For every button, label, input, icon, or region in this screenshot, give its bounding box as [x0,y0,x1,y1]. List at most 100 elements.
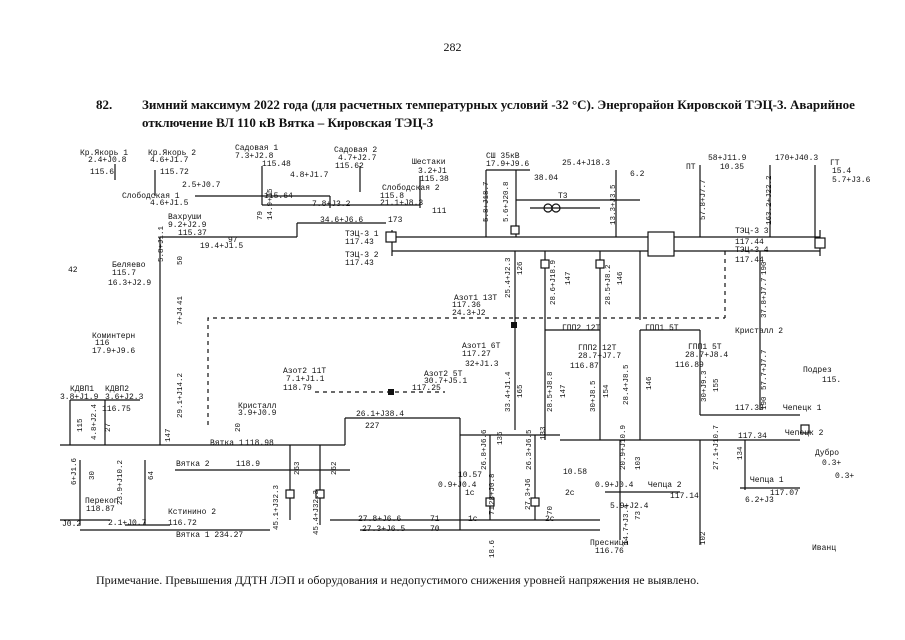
label-v-57: 57.8+J7.7 [700,179,708,220]
label-kominterny: Коминтерн [92,332,135,341]
label-slobodskaya1-load: 4.6+J1.5 [150,199,189,208]
label-chepets2-u: 117.14 [670,492,699,501]
label-dubrovo: Дубро [815,449,839,458]
label-val-111: 111 [432,207,447,216]
label-shestaki-u: 115.38 [420,175,449,184]
label-azot2-11t-load: 7.1+J1.1 [286,375,325,384]
label-v-102: 102 [700,531,708,545]
label-kr-yakor2-u: 115.72 [160,168,189,177]
label-gpp1-5t-b-load: 28.7+J8.4 [685,351,728,360]
label-dubrovo-load: 0.3+ [822,459,841,468]
label-v-190: 190 [761,261,769,275]
label-presnitsa: Пресница [590,539,629,548]
heading-number: 82. [96,97,113,112]
label-gpp1-5t-b: ГПП1 5Т [688,343,722,352]
label-v-149: 14.9+J5 [267,188,275,220]
label-v-301: 30+J8.5 [590,380,598,412]
label-v-254: 25.4+J2.3 [505,257,513,298]
label-val-2c: 2с [565,489,575,498]
label-vakhrushi-load: 9.2+J2.9 [168,221,207,230]
label-vakhrushi: Вахруши [168,213,202,222]
label-shch-38: 38.04 [534,174,558,183]
label-pt-u: 10.35 [720,163,744,172]
label-v-271: 27.1+J10.7 [713,425,721,470]
label-v-27: 27 [105,423,113,432]
label-pt: ПТ [686,163,696,172]
label-slobodskaya2-u: 115.8 [380,192,404,201]
label-v-73: 73 [635,510,643,520]
label-v-286: 28.6+J18.9 [550,260,558,305]
label-tec3-2-u: 117.43 [345,259,374,268]
label-v-155: 155 [713,378,721,392]
label-v-103: 103 [635,456,643,470]
label-gpp2-12t-b-u: 116.87 [570,362,599,371]
label-v-133b: 133 [540,426,548,440]
label-azot2-5t: Азот2 5Т [424,370,463,379]
diagram-note: Примечание. Превышения ДДТН ЛЭП и оборуд… [96,573,700,587]
label-sadovaya2-u: 115.62 [335,162,364,171]
label-tec3-3-u: 117.44 [735,238,764,247]
label-presnitsa-u: 116.76 [595,547,624,556]
label-v-309: 30+J9.3 [701,370,709,402]
label-kstinino2: Кстинино 2 [168,508,216,517]
label-vyatka2: Вятка 2 [176,460,210,469]
label-sadovaya1-load: 7.3+J2.8 [235,152,274,161]
label-v-284: 28.4+J8.5 [623,364,631,405]
label-sadovaya2: Садовая 2 [334,146,377,155]
label-azot2-11t-u: 118.79 [283,384,312,393]
label-u-1058: 10.58 [563,468,587,477]
page-number: 282 [443,40,462,54]
label-v-165: 165 [517,384,525,398]
label-azot2-5t-load: 30.7+J5.1 [424,377,467,386]
label-belyaevo: Беляево [112,261,146,270]
label-v-147: 147 [565,271,573,285]
label-v-334: 33.4+J1.4 [505,371,513,412]
label-azot1-13t-u: 117.36 [452,301,481,310]
label-v-71: 71 [489,505,497,515]
label-kdvp-load2: 3.6+J2.3 [105,393,144,402]
label-v-147b: 147 [165,428,173,442]
label-u-11733: 117.33 [735,404,764,413]
label-chepets1-load: 6.2+J3 [745,496,774,505]
label-v-262: 262 [331,461,339,475]
label-flow-261: 26.1+J38.4 [356,410,404,419]
label-flow-194: 19.4+J1.5 [200,242,243,251]
label-pt-load: 58+J11.9 [708,154,747,163]
label-tec3-1-u: 117.43 [345,238,374,247]
label-kdvp2: КДВП2 [105,385,129,394]
label-vyatka1: Вятка 1 [210,439,244,448]
label-v-48: 4.8+J2.4 [91,403,99,440]
label-v-56: 5.6+J20.8 [503,181,511,222]
label-perekop: Перекоп [85,497,119,506]
label-flow-48: 4.8+J1.7 [290,171,329,180]
label-v-209: 20.9+J10.9 [620,425,628,470]
label-flow-273: 27.3+J6.5 [362,525,405,534]
label-v-577: 57.7+J7.7 [761,349,769,390]
label-tec3-1: ТЭЦ-3 1 [345,230,379,239]
label-chepetsk1: Чепецк 1 [783,404,822,413]
label-v-133: 13.3+J3.5 [610,184,618,225]
diagram-labels: Кр.Якорь 1 2.4+J0.8 115.6 Кр.Якорь 2 4.6… [60,144,871,558]
label-v-273: 27.3+J6 [525,478,533,510]
label-gpp1-5t-b-u: 116.89 [675,361,704,370]
label-v-58: 5.8+J18.7 [483,181,491,222]
label-podrez-u: 115. [822,376,841,385]
label-kstinino2-u: 116.72 [168,519,197,528]
label-gt: ГТ [830,159,840,168]
label-shch-load: 17.9+J9.6 [486,160,529,169]
label-v-74: 7+J4 [177,306,185,325]
label-flow-346: 34.6+J6.6 [320,216,363,225]
label-flow-09a: 0.9+J0.4 [438,481,477,490]
diagram-markers [388,322,517,395]
label-v-41: 41 [177,295,185,305]
label-t3: Т3 [558,192,568,201]
label-ivanci: Иванц [812,544,836,553]
label-num-42: 42 [68,266,78,275]
label-val-1c2: 1с [468,515,478,524]
label-dubrovo-load2: 0.3+ [835,472,854,481]
label-v-378: 37.8+J7.7 [761,277,769,318]
label-tec3-2: ТЭЦ-3 2 [345,251,379,260]
label-gpp2-12t-b: ГПП2 12Т [578,344,617,353]
label-val-227: 227 [365,422,380,431]
